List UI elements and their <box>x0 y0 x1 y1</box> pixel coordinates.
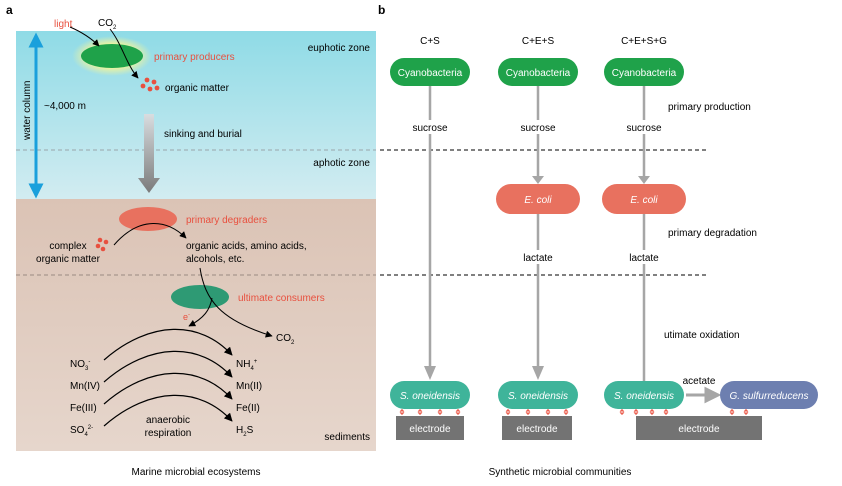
light-label: light <box>54 19 73 30</box>
col1-header: C+S <box>420 36 440 47</box>
primary-producers-ellipse <box>81 44 143 68</box>
col3-electrode-label: electrode <box>678 424 720 435</box>
primary-production-label: primary production <box>668 102 751 113</box>
col1-oneidensis-label: S. oneidensis <box>400 391 460 402</box>
col3-sucrose-bg <box>620 120 668 134</box>
col3-cyanobacteria-label: Cyanobacteria <box>612 68 677 79</box>
respiration-label: respiration <box>145 428 192 439</box>
fe3-label: Fe(III) <box>70 403 97 414</box>
ultimate-consumers-label: ultimate consumers <box>238 293 325 304</box>
organic-matter-dots <box>140 77 160 92</box>
fe2-label: Fe(II) <box>236 403 260 414</box>
col1-sucrose-label: sucrose <box>412 123 447 134</box>
col2-arrowhead <box>532 366 544 380</box>
col2-cyanobacteria-label: Cyanobacteria <box>506 68 571 79</box>
sulfate-label: SO42- <box>70 425 93 438</box>
organic-matter-label: organic matter <box>165 83 230 94</box>
panel-b-caption: Synthetic microbial communities <box>489 467 632 478</box>
co2-bottom-label: CO2 <box>276 333 295 346</box>
col2-lactate-label: lactate <box>523 253 553 264</box>
co2-to-organic-arrow <box>109 28 139 79</box>
sulfate-reduction-arrow <box>103 394 233 427</box>
col2-electrode <box>502 416 572 440</box>
depth-label: ~4,000 m <box>44 101 86 112</box>
col3-oneidensis-pill <box>604 381 684 409</box>
col1-cyanobacteria-pill <box>390 58 470 86</box>
panel-b-label: b <box>378 3 385 17</box>
aphotic-zone-label: aphotic zone <box>313 158 370 169</box>
col3-ecoli-label: E. coli <box>630 195 658 206</box>
manganese-reduction-arrow <box>103 350 233 383</box>
col1-electrode <box>396 416 464 440</box>
col3-oneidensis-label: S. oneidensis <box>614 391 674 402</box>
euphotic-zone-label: euphotic zone <box>308 43 371 54</box>
complex-organic-matter-label: organic matter <box>36 254 101 265</box>
water-column-label: water column <box>22 81 33 141</box>
g-sulfurreducens-pill <box>720 381 818 409</box>
complex-label: complex <box>49 241 86 252</box>
col2-ecoli-pill <box>496 184 580 214</box>
col1-electron-marks <box>399 409 461 415</box>
col3-lactate-bg <box>622 250 666 264</box>
col3-sucrose-label: sucrose <box>626 123 661 134</box>
primary-degraders-ellipse <box>119 207 177 231</box>
col3-ecoli-pill <box>602 184 686 214</box>
col2-oneidensis-pill <box>498 381 578 409</box>
g-sulfurreducens-label: G. sulfurreducens <box>730 391 809 402</box>
col2-mid-arrowhead <box>532 176 544 184</box>
nitrate-reduction-arrow <box>103 328 233 361</box>
nitrate-label: NO3- <box>70 359 90 372</box>
sediments-label: sediments <box>324 432 370 443</box>
col1-cyanobacteria-label: Cyanobacteria <box>398 68 463 79</box>
col2-sucrose-bg <box>514 120 562 134</box>
col1-oneidensis-pill <box>390 381 470 409</box>
col2-header: C+E+S <box>522 36 555 47</box>
light-arrow <box>69 26 100 47</box>
mn2-label: Mn(II) <box>236 381 262 392</box>
col1-sucrose-bg <box>406 120 454 134</box>
degradation-arrow <box>113 223 187 246</box>
col1-arrowhead <box>424 366 436 380</box>
electron-transfer-arrow <box>188 297 213 327</box>
col3-electrode <box>636 416 762 440</box>
col3-cyanobacteria-pill <box>604 58 684 86</box>
col3-lactate-label: lactate <box>629 253 659 264</box>
sinking-burial-label: sinking and burial <box>164 129 242 140</box>
acetate-arrow <box>686 386 722 404</box>
ultimate-oxidation-label: utimate oxidation <box>664 330 740 341</box>
mn4-label: Mn(IV) <box>70 381 100 392</box>
oxidation-to-co2-arrow <box>199 267 273 338</box>
primary-degraders-label: primary degraders <box>186 215 267 226</box>
panel-a-label: a <box>6 3 13 17</box>
primary-producers-label: primary producers <box>154 52 235 63</box>
products-label-2: alcohols, etc. <box>186 254 244 265</box>
col3-electron-marks <box>619 409 749 415</box>
col2-electron-marks <box>505 409 569 415</box>
col2-sucrose-label: sucrose <box>520 123 555 134</box>
col3-mid-arrowhead <box>638 176 650 184</box>
iron-reduction-arrow <box>103 372 233 405</box>
col2-oneidensis-label: S. oneidensis <box>508 391 568 402</box>
acetate-label: acetate <box>683 376 716 387</box>
sinking-arrow <box>138 114 160 193</box>
col2-cyanobacteria-pill <box>498 58 578 86</box>
primary-degradation-label: primary degradation <box>668 228 757 239</box>
col3-header: C+E+S+G <box>621 36 667 47</box>
electron-label: e- <box>183 312 190 322</box>
col2-ecoli-label: E. coli <box>524 195 552 206</box>
ultimate-consumers-ellipse <box>171 285 229 309</box>
h2s-label: H2S <box>236 425 254 438</box>
col2-electrode-label: electrode <box>516 424 558 435</box>
col1-electrode-label: electrode <box>409 424 451 435</box>
products-label-1: organic acids, amino acids, <box>186 241 307 252</box>
anaerobic-label: anaerobic <box>146 415 190 426</box>
complex-om-dots <box>95 237 109 252</box>
ammonium-label: NH4+ <box>236 359 258 372</box>
col2-lactate-bg <box>516 250 560 264</box>
co2-top-label: CO2 <box>98 18 117 31</box>
panel-a-caption: Marine microbial ecosystems <box>132 467 261 478</box>
